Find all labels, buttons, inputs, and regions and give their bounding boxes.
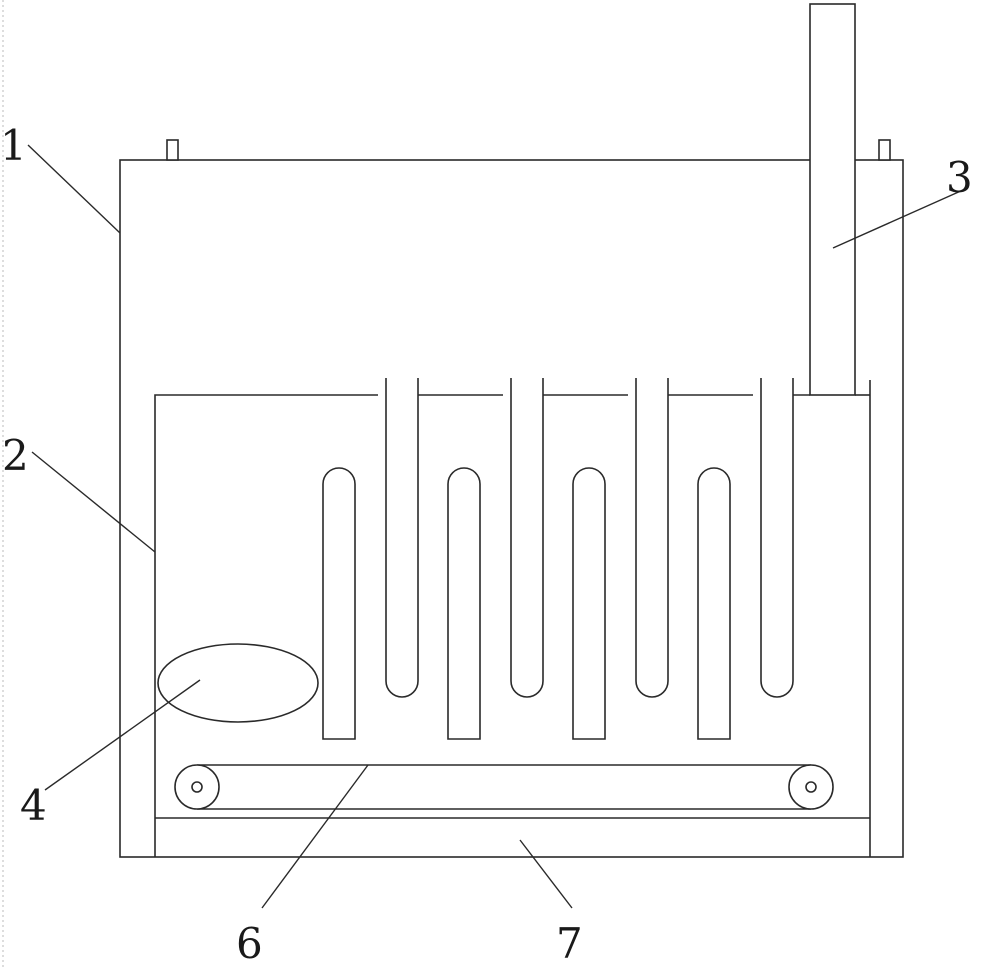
outer-housing <box>119 159 904 858</box>
hanging-tube-1 <box>385 378 419 698</box>
label-4: 4 <box>20 781 47 830</box>
standing-baffles <box>322 467 731 740</box>
hanging-tube-4 <box>760 378 794 698</box>
leader-2 <box>31 451 156 553</box>
leader-6 <box>261 764 369 909</box>
roller-right-axle <box>805 781 817 793</box>
hanging-tube-2 <box>510 378 544 698</box>
standing-baffle-4 <box>697 467 731 740</box>
roller-left <box>174 764 220 810</box>
ellipse-component <box>157 643 319 723</box>
top-post-left <box>166 139 179 161</box>
standing-baffle-1 <box>322 467 356 740</box>
leader-3 <box>832 189 964 249</box>
hanging-tube-3 <box>635 378 669 698</box>
roller-right <box>788 764 834 810</box>
conveyor-belt <box>174 764 834 810</box>
label-1: 1 <box>0 121 27 170</box>
label-3: 3 <box>946 153 973 202</box>
vertical-pipe <box>809 3 856 396</box>
label-7: 7 <box>556 919 583 967</box>
leader-lines <box>27 144 964 909</box>
standing-baffle-3 <box>572 467 606 740</box>
roller-left-axle <box>191 781 203 793</box>
inner-tank <box>154 380 871 857</box>
leader-1 <box>27 144 121 234</box>
label-2: 2 <box>2 431 29 480</box>
top-post-right <box>878 139 891 161</box>
label-6: 6 <box>236 919 263 967</box>
leader-4 <box>44 679 201 791</box>
standing-baffle-2 <box>447 467 481 740</box>
leader-7 <box>519 839 573 909</box>
hanging-tubes <box>385 378 794 698</box>
